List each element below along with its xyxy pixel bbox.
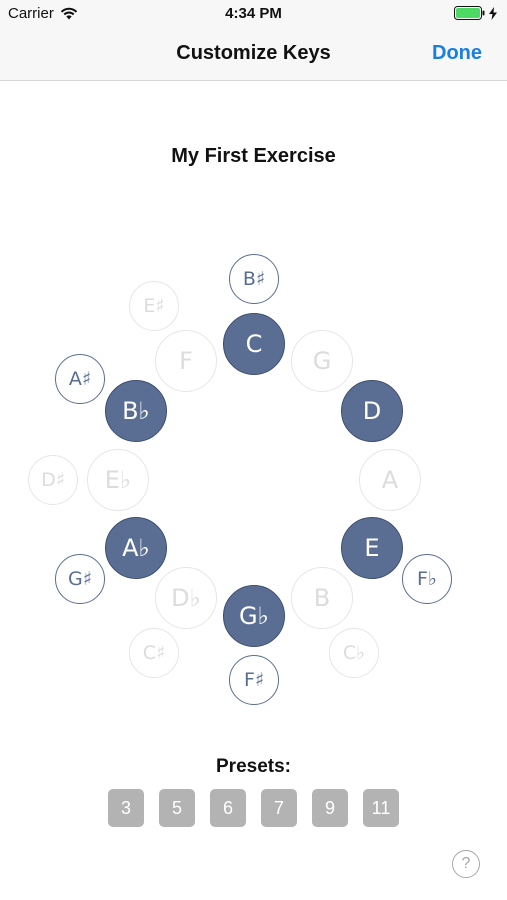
exercise-title: My First Exercise: [171, 145, 336, 167]
charging-bolt-icon: [489, 6, 497, 20]
preset-button-11[interactable]: 11: [363, 789, 399, 827]
key-c-sharp[interactable]: C♯: [129, 628, 179, 678]
key-b-flat[interactable]: B♭: [105, 380, 167, 442]
preset-button-9[interactable]: 9: [312, 789, 348, 827]
key-a-flat[interactable]: A♭: [105, 517, 167, 579]
key-c[interactable]: C: [223, 313, 285, 375]
key-d[interactable]: D: [341, 380, 403, 442]
question-mark-icon: ?: [461, 855, 471, 872]
key-g[interactable]: G: [291, 330, 353, 392]
key-e-flat[interactable]: E♭: [87, 449, 149, 511]
key-f-flat[interactable]: F♭: [402, 554, 452, 604]
key-d-flat[interactable]: D♭: [155, 567, 217, 629]
key-e[interactable]: E: [341, 517, 403, 579]
battery-indicator: [454, 6, 497, 20]
battery-icon: [454, 6, 485, 20]
navigation-bar: Customize Keys Done: [0, 28, 507, 81]
help-button[interactable]: ?: [452, 850, 480, 878]
key-c-flat[interactable]: C♭: [329, 628, 379, 678]
preset-button-6[interactable]: 6: [210, 789, 246, 827]
carrier-indicator: Carrier: [8, 5, 78, 22]
key-g-sharp[interactable]: G♯: [55, 554, 105, 604]
status-time: 4:34 PM: [225, 5, 282, 22]
done-button[interactable]: Done: [432, 42, 482, 64]
key-e-sharp[interactable]: E♯: [129, 281, 179, 331]
nav-title: Customize Keys: [176, 42, 331, 64]
key-a-sharp[interactable]: A♯: [55, 354, 105, 404]
carrier-label: Carrier: [8, 5, 54, 22]
key-b[interactable]: B: [291, 567, 353, 629]
status-bar: Carrier 4:34 PM: [0, 0, 507, 28]
key-d-sharp[interactable]: D♯: [28, 455, 78, 505]
key-f[interactable]: F: [155, 330, 217, 392]
preset-button-5[interactable]: 5: [159, 789, 195, 827]
preset-button-7[interactable]: 7: [261, 789, 297, 827]
key-g-flat[interactable]: G♭: [223, 585, 285, 647]
presets-label: Presets:: [216, 756, 291, 777]
key-b-sharp[interactable]: B♯: [229, 254, 279, 304]
key-f-sharp[interactable]: F♯: [229, 655, 279, 705]
key-a[interactable]: A: [359, 449, 421, 511]
wifi-icon: [60, 7, 78, 20]
preset-button-3[interactable]: 3: [108, 789, 144, 827]
preset-buttons: 3 5 6 7 9 11: [0, 789, 507, 827]
